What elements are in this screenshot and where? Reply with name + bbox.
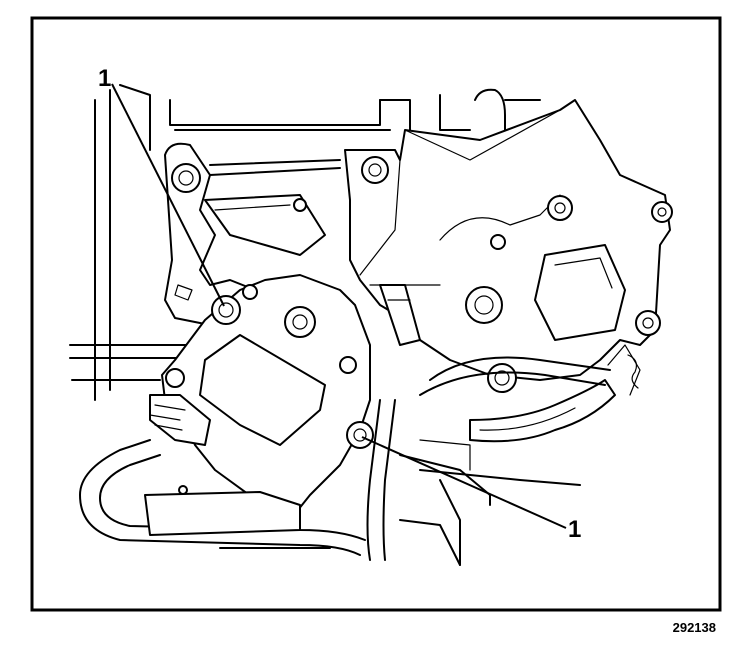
- wire-harness: [79, 399, 581, 566]
- cam-lever: [419, 344, 641, 443]
- rear-actuator-housing: [344, 99, 673, 393]
- background-structure: [69, 84, 541, 401]
- front-actuator: [149, 274, 374, 526]
- callout-1-upper: 1: [98, 65, 225, 307]
- figure-number: 292138: [673, 620, 716, 635]
- figure-frame: [30, 16, 722, 612]
- leader-line: [111, 83, 225, 307]
- callout-1-lower: 1: [361, 436, 581, 543]
- callout-label: 1: [98, 65, 111, 92]
- left-bracket: [164, 142, 326, 326]
- callout-label: 1: [568, 516, 581, 543]
- leader-line: [361, 436, 567, 529]
